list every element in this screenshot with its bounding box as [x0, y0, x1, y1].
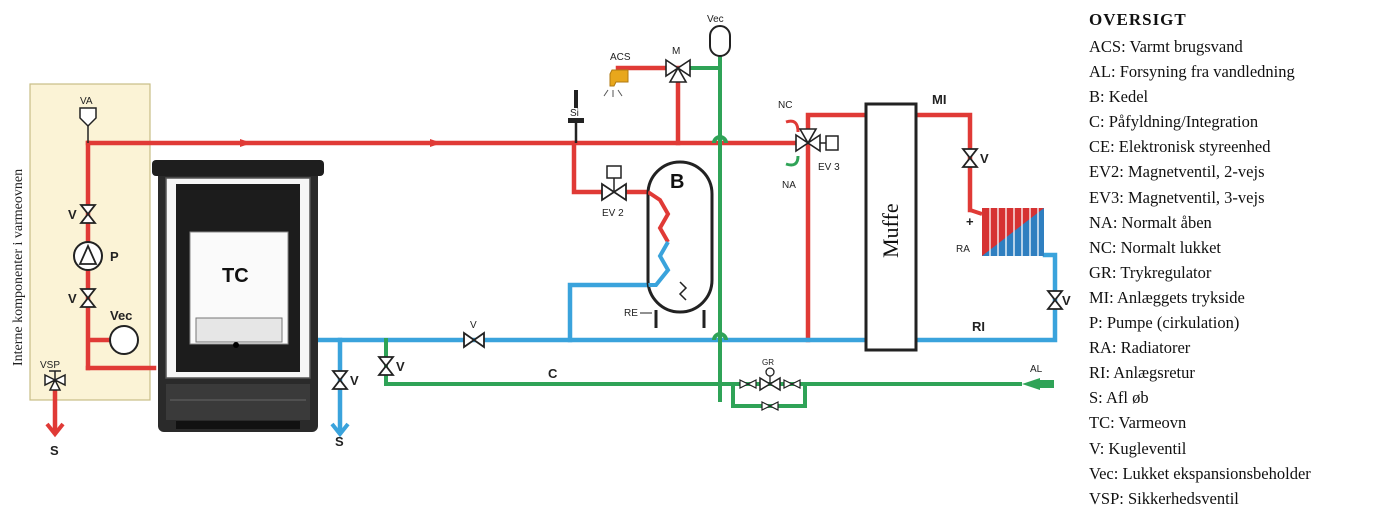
fill-line-label: C — [548, 366, 558, 381]
solenoid-valve-2way-icon — [601, 165, 627, 202]
valve-label: V — [470, 320, 477, 331]
drain-label: S — [50, 443, 59, 458]
heating-element-icon — [678, 281, 688, 301]
mi-label: MI — [932, 92, 946, 107]
legend-item: GR: Trykregulator — [1089, 262, 1212, 282]
legend-item: EV3: Magnetventil, 3-vejs — [1089, 187, 1265, 207]
safety-thermostat-icon — [568, 118, 584, 123]
solenoid-valve-3way-icon — [795, 128, 839, 153]
pipe-crossovers — [712, 135, 728, 341]
drain-icon — [45, 422, 65, 438]
radiator-icon — [982, 208, 1044, 256]
stove-tc — [152, 160, 324, 432]
ball-valve-icon — [463, 331, 485, 349]
boiler-feet — [654, 310, 706, 328]
ball-valve-icon — [331, 370, 349, 390]
legend-item: V: Kugleventil — [1089, 438, 1187, 458]
stove-label: TC — [222, 265, 249, 287]
boiler-coil — [648, 190, 671, 287]
nc-label: NC — [778, 100, 792, 111]
legend-item: EV2: Magnetventil, 2-vejs — [1089, 162, 1265, 182]
acs-label: ACS — [610, 52, 631, 63]
legend-item: RI: Anlægsretur — [1089, 363, 1195, 383]
vec-label: Vec — [707, 14, 724, 25]
legend-title: OVERSIGT — [1089, 10, 1187, 29]
ball-valve-icon — [79, 288, 97, 308]
legend-item: B: Kedel — [1089, 87, 1149, 107]
radiator-plus-label: + — [966, 214, 974, 229]
valve-label: V — [350, 373, 359, 388]
legend-item: P: Pumpe (cirkulation) — [1089, 313, 1240, 333]
vsp-label: VSP — [40, 360, 60, 371]
legend-list: ACS: Varmt brugsvand AL: Forsyning fra v… — [1089, 34, 1373, 511]
drain-icon — [330, 422, 350, 438]
mixing-valve-label: M — [672, 46, 680, 57]
legend-item: MI: Anlæggets trykside — [1089, 287, 1245, 307]
ball-valve-icon — [961, 148, 979, 168]
expansion-vessel-icon — [709, 25, 731, 57]
ev3-label: EV 3 — [818, 162, 840, 173]
legend-item: NA: Normalt åben — [1089, 212, 1212, 232]
ri-label: RI — [972, 319, 985, 334]
boiler-label: B — [670, 171, 684, 193]
muffe-tank — [864, 102, 918, 352]
radiator-label: RA — [956, 244, 970, 255]
va-label: VA — [80, 96, 93, 107]
legend-item: ACS: Varmt brugsvand — [1089, 37, 1243, 56]
valve-label: V — [396, 359, 405, 374]
legend-item: TC: Varmeovn — [1089, 413, 1187, 433]
valve-label: V — [980, 151, 989, 166]
muffe-label: Muffe — [878, 203, 903, 258]
pressure-regulator-icon — [739, 367, 801, 411]
ev2-label: EV 2 — [602, 208, 624, 219]
safety-valve-icon — [44, 370, 66, 391]
legend: OVERSIGT ACS: Varmt brugsvand AL: Forsyn… — [1089, 10, 1373, 511]
na-indicator — [785, 155, 800, 167]
gr-label: GR — [762, 358, 774, 367]
water-spray — [603, 89, 623, 97]
valve-label: V — [68, 207, 77, 222]
al-arrow — [1022, 378, 1040, 390]
flow-arrows — [240, 139, 442, 147]
legend-item: AL: Forsyning fra vandledning — [1089, 62, 1295, 82]
legend-item: NC: Normalt lukket — [1089, 237, 1221, 257]
nc-indicator — [785, 119, 800, 133]
si-label: Si — [570, 108, 579, 119]
hydraulic-diagram: Interne komponenter i varmeovnen — [11, 14, 1071, 458]
valve-label: V — [1062, 293, 1071, 308]
internal-components-label: Interne komponenter i varmeovnen — [11, 169, 26, 366]
drain-label: S — [335, 434, 344, 449]
legend-item: RA: Radiatorer — [1089, 338, 1191, 358]
ball-valve-icon — [377, 356, 395, 376]
expansion-vessel-icon — [109, 325, 139, 355]
ball-valve-icon — [79, 204, 97, 224]
vec-label: Vec — [110, 308, 132, 323]
na-label: NA — [782, 180, 796, 191]
air-vent-icon — [79, 107, 97, 128]
ball-valve-icon — [1046, 290, 1064, 310]
valve-label: V — [68, 291, 77, 306]
legend-item: CE: Elektronisk styreenhed — [1089, 137, 1271, 157]
al-label: AL — [1030, 364, 1043, 375]
legend-item: Vec: Lukket ekspansionsbeholder — [1089, 463, 1311, 483]
hot-water-tap-icon — [609, 69, 629, 87]
legend-item: S: Afl øb — [1089, 388, 1149, 408]
mixing-valve-icon — [665, 58, 691, 83]
legend-item: C: Påfyldning/Integration — [1089, 112, 1259, 132]
legend-item: VSP: Sikkerhedsventil — [1089, 488, 1239, 508]
cold-pipes — [384, 50, 1022, 408]
re-label: RE — [624, 308, 638, 319]
pump-label: P — [110, 249, 119, 264]
